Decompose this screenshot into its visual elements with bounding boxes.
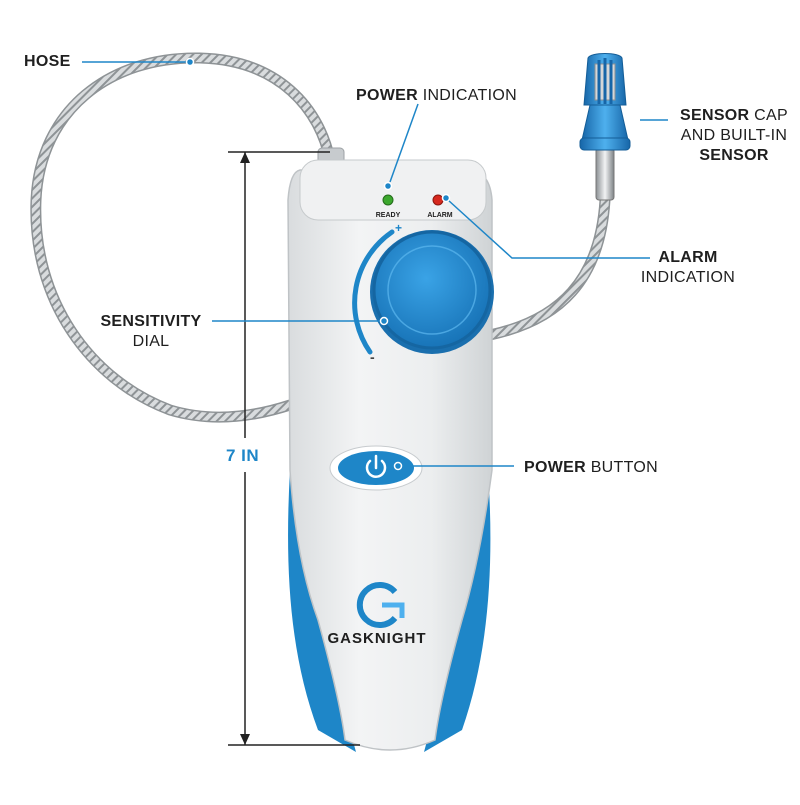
dial-minus-label: - xyxy=(370,349,375,365)
sensor-label: SENSOR CAP AND BUILT-IN SENSOR xyxy=(680,107,788,164)
power-button-label: POWER BUTTON xyxy=(524,459,658,476)
power-icon[interactable] xyxy=(365,454,387,478)
dial-plus-label: + xyxy=(395,221,402,235)
callout-lines xyxy=(82,57,668,471)
ready-led-icon xyxy=(382,194,394,206)
device-body xyxy=(287,159,494,752)
gasknight-logo-icon xyxy=(356,582,405,628)
brand-wordmark: GASKNIGHT xyxy=(328,630,427,647)
power-indication-label: POWER INDICATION xyxy=(356,87,517,104)
alarm-indication-label: ALARM INDICATION xyxy=(640,249,736,286)
alarm-led-label: ALARM xyxy=(427,212,452,219)
height-label: 7 IN xyxy=(226,446,260,465)
ready-led-label: READY xyxy=(376,212,401,219)
height-dimension xyxy=(218,151,360,746)
sensor-probe xyxy=(579,53,631,201)
alarm-led-icon xyxy=(432,194,444,206)
hose-label: HOSE xyxy=(24,53,71,70)
sensitivity-dial-label: SENSITIVITY DIAL xyxy=(100,313,202,350)
